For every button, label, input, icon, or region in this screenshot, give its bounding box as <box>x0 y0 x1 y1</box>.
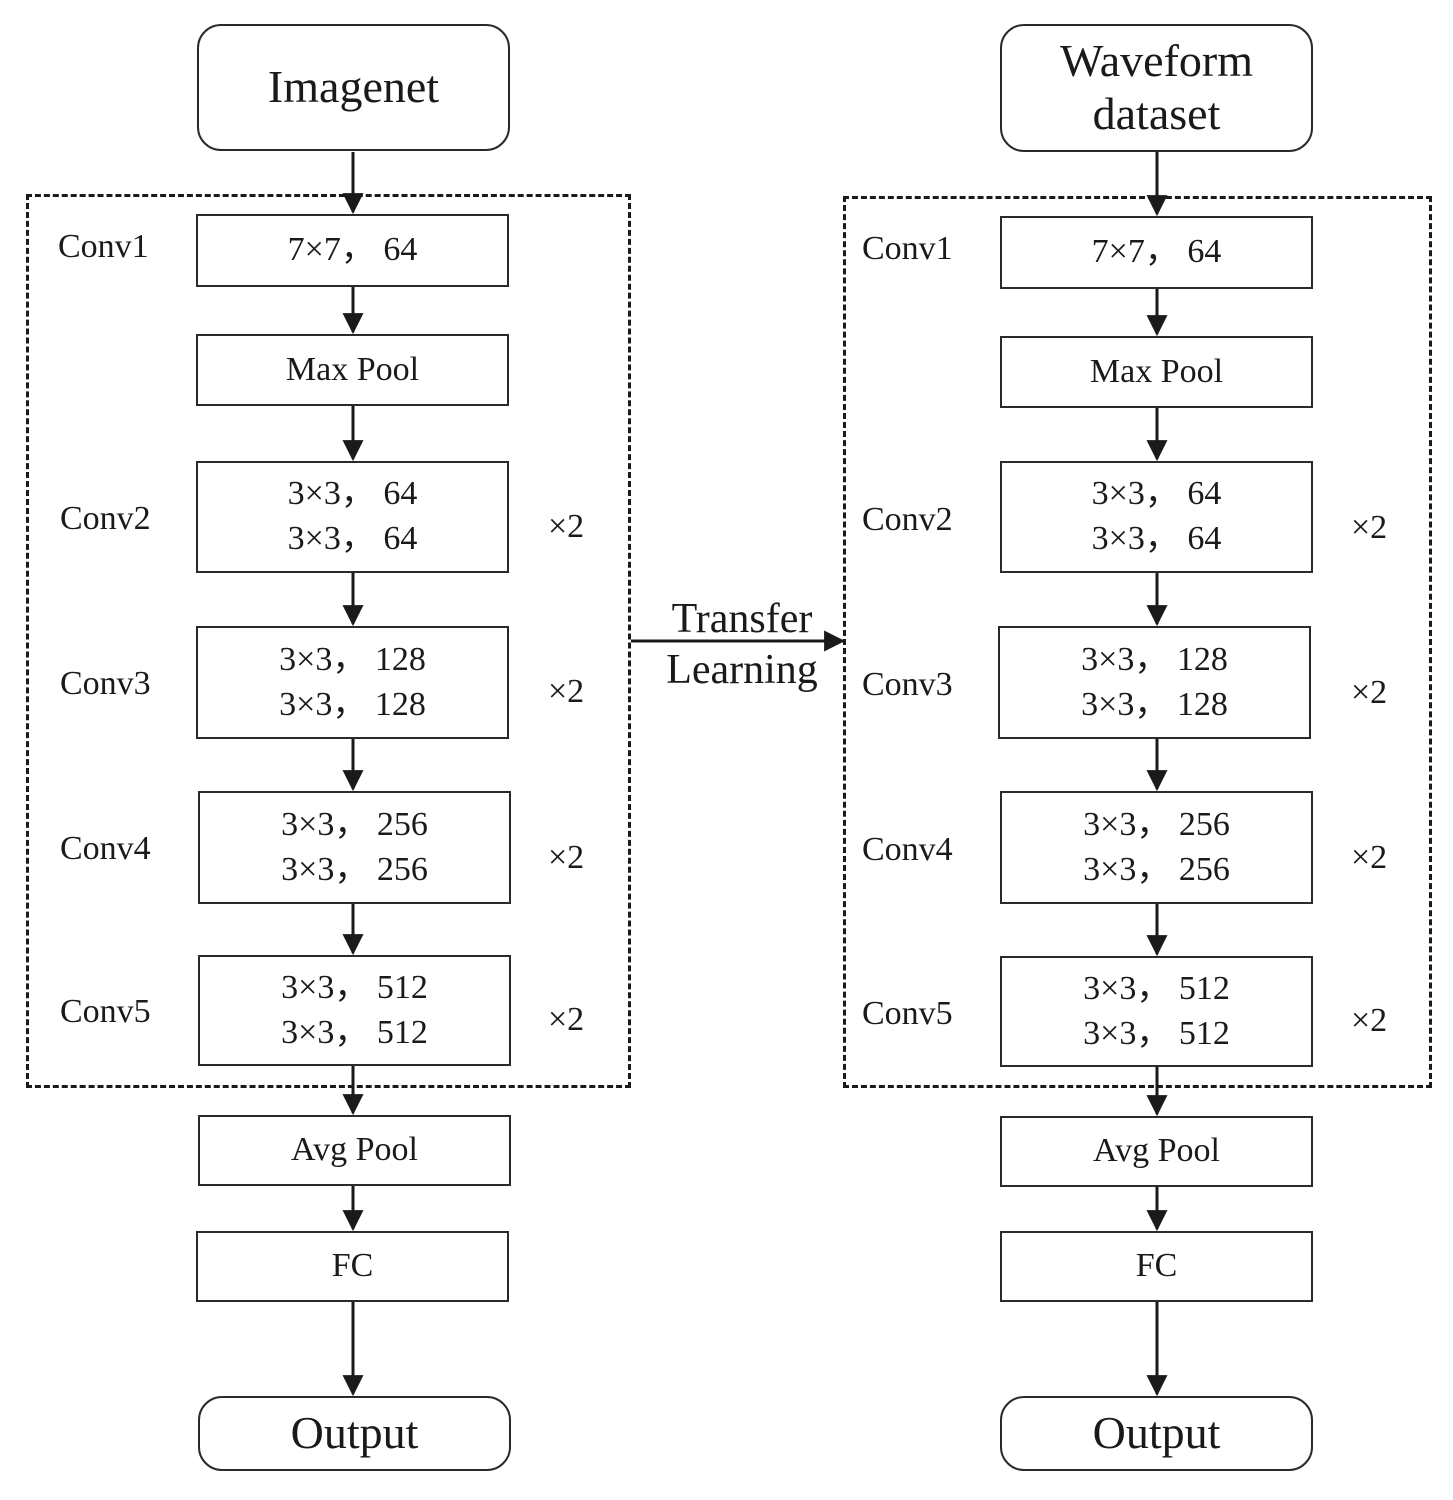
right-conv5-label: Conv5 <box>862 995 953 1032</box>
transfer-line-2: Learning <box>666 647 818 694</box>
left-conv3-node: 3×3， 128 3×3， 128 <box>196 626 509 739</box>
transfer-line-1: Transfer <box>671 596 813 642</box>
left-conv3-line-2: 3×3， 128 <box>279 685 426 723</box>
right-conv5-node: 3×3， 512 3×3， 512 <box>1000 956 1313 1067</box>
right-output-node: Output <box>1000 1396 1313 1471</box>
left-conv1-node: 7×7， 64 <box>196 214 509 287</box>
left-avgpool-node: Avg Pool <box>198 1115 511 1186</box>
left-conv2-line-2: 3×3， 64 <box>287 520 418 557</box>
left-conv4-node: 3×3， 256 3×3， 256 <box>198 791 511 904</box>
right-fc-node: FC <box>1000 1231 1313 1302</box>
left-fc-node: FC <box>196 1231 509 1302</box>
left-conv5-node: 3×3， 512 3×3， 512 <box>198 955 511 1066</box>
right-conv1-line-1: 7×7， 64 <box>1091 233 1222 271</box>
right-conv1-node: 7×7， 64 <box>1000 216 1313 289</box>
left-maxpool-label: Max Pool <box>285 350 420 388</box>
right-conv2-repeat: ×2 <box>1351 509 1388 546</box>
left-maxpool-node: Max Pool <box>196 334 509 406</box>
left-avgpool-label: Avg Pool <box>291 1131 418 1169</box>
left-fc-label: FC <box>331 1247 374 1285</box>
left-conv3-repeat: ×2 <box>548 673 585 710</box>
right-conv4-line-2: 3×3， 256 <box>1083 850 1230 888</box>
right-backbone-frame <box>843 196 1432 1088</box>
left-output-label: Output <box>290 1407 419 1459</box>
left-conv1-line-1: 7×7， 64 <box>287 231 418 269</box>
left-output-node: Output <box>198 1396 511 1471</box>
left-conv3-label: Conv3 <box>60 665 151 702</box>
left-conv4-line-1: 3×3， 256 <box>281 805 428 843</box>
left-conv3-line-1: 3×3， 128 <box>279 640 426 678</box>
right-conv5-line-2: 3×3， 512 <box>1083 1014 1230 1052</box>
right-conv4-line-1: 3×3， 256 <box>1083 805 1230 843</box>
right-conv4-label: Conv4 <box>862 831 953 868</box>
right-maxpool-node: Max Pool <box>1000 336 1313 408</box>
right-input-line-1: Waveform <box>1060 35 1253 87</box>
left-input-node: Imagenet <box>197 24 510 151</box>
left-conv5-line-1: 3×3， 512 <box>281 968 428 1006</box>
right-avgpool-label: Avg Pool <box>1093 1132 1220 1170</box>
right-conv2-line-1: 3×3， 64 <box>1091 475 1222 513</box>
right-input-line-2: dataset <box>1092 88 1221 139</box>
right-output-label: Output <box>1092 1407 1221 1459</box>
left-conv2-node: 3×3， 64 3×3， 64 <box>196 461 509 573</box>
left-conv4-label: Conv4 <box>60 830 151 867</box>
left-conv2-label: Conv2 <box>60 500 151 537</box>
left-conv2-line-1: 3×3， 64 <box>287 475 418 513</box>
right-conv1-label: Conv1 <box>862 230 953 267</box>
left-conv4-repeat: ×2 <box>548 839 585 876</box>
left-backbone-frame <box>26 194 631 1088</box>
right-conv3-label: Conv3 <box>862 666 953 703</box>
right-conv2-node: 3×3， 64 3×3， 64 <box>1000 461 1313 573</box>
right-conv3-line-2: 3×3， 128 <box>1081 685 1228 723</box>
right-conv3-node: 3×3， 128 3×3， 128 <box>998 626 1311 739</box>
right-fc-label: FC <box>1135 1247 1178 1285</box>
right-conv4-node: 3×3， 256 3×3， 256 <box>1000 791 1313 904</box>
left-conv5-line-2: 3×3， 512 <box>281 1013 428 1051</box>
left-conv5-label: Conv5 <box>60 993 151 1030</box>
left-conv1-label: Conv1 <box>58 228 149 265</box>
right-conv2-label: Conv2 <box>862 501 953 538</box>
right-maxpool-label: Max Pool <box>1089 352 1224 390</box>
right-input-node: Waveform dataset <box>1000 24 1313 152</box>
left-conv4-line-2: 3×3， 256 <box>281 850 428 888</box>
right-conv2-line-2: 3×3， 64 <box>1091 520 1222 557</box>
transfer-learning-label: Transfer Learning <box>644 594 840 696</box>
right-conv4-repeat: ×2 <box>1351 839 1388 876</box>
left-conv2-repeat: ×2 <box>548 508 585 545</box>
left-input-label: Imagenet <box>267 61 440 113</box>
right-conv5-line-1: 3×3， 512 <box>1083 969 1230 1007</box>
right-avgpool-node: Avg Pool <box>1000 1116 1313 1187</box>
right-conv3-line-1: 3×3， 128 <box>1081 640 1228 678</box>
left-conv5-repeat: ×2 <box>548 1001 585 1038</box>
right-conv5-repeat: ×2 <box>1351 1002 1388 1039</box>
right-conv3-repeat: ×2 <box>1351 674 1388 711</box>
